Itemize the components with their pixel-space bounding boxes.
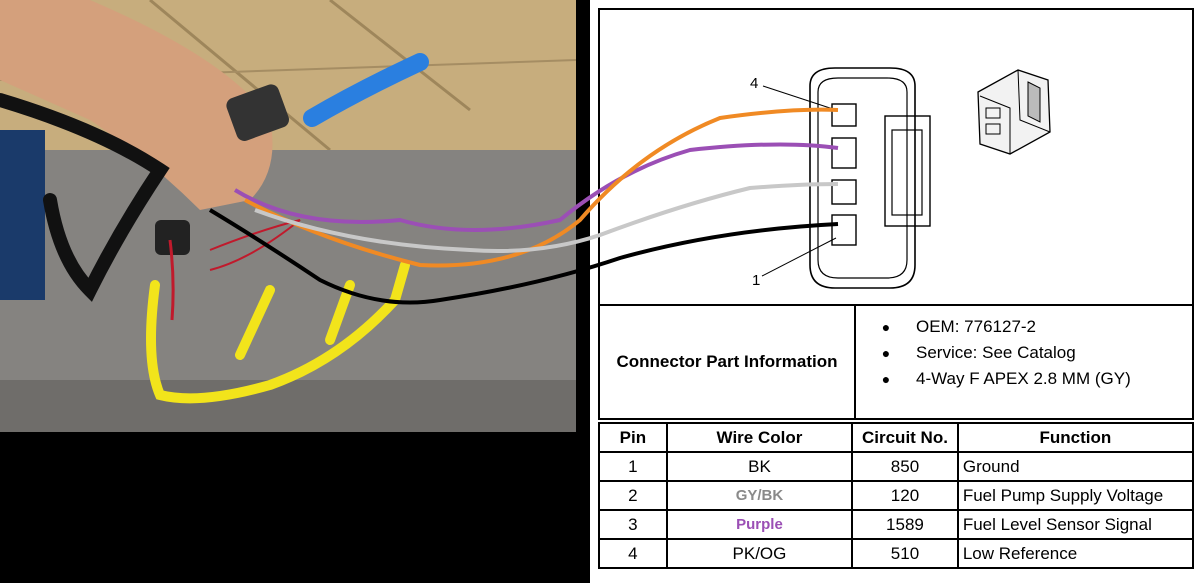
bullet-icon: ●	[881, 371, 891, 387]
table-row: 4 PK/OG 510 Low Reference	[598, 538, 1195, 569]
connector-body-outline	[809, 67, 916, 289]
label-pin-4: 4	[750, 75, 758, 92]
black-band	[0, 432, 590, 583]
table-row: 2 GY/BK 120 Fuel Pump Supply Voltage	[598, 480, 1195, 511]
latch	[884, 115, 931, 227]
yellow-mark	[146, 260, 410, 404]
table-row: 3 Purple 1589 Fuel Level Sensor Signal	[598, 509, 1195, 540]
bullet-icon: ●	[881, 345, 891, 361]
header-function: Function	[956, 422, 1195, 453]
cavity-4	[831, 103, 857, 127]
info-item: ●Service: See Catalog	[856, 340, 1192, 366]
header-circuit: Circuit No.	[851, 422, 959, 453]
info-title: Connector Part Information	[600, 306, 856, 418]
cavity-3	[831, 137, 857, 169]
connector-drawing: 4 1	[750, 67, 1051, 289]
table-header-row: Pin Wire Color Circuit No. Function	[598, 422, 1195, 453]
header-wire-color: Wire Color	[665, 422, 854, 453]
info-item: ●4-Way F APEX 2.8 MM (GY)	[856, 366, 1192, 392]
header-pin: Pin	[598, 422, 668, 453]
connector-info-box: Connector Part Information ●OEM: 776127-…	[598, 306, 1194, 420]
harness-loom	[0, 93, 170, 302]
table-row: 1 BK 850 Ground	[598, 451, 1195, 482]
pinout-table: Pin Wire Color Circuit No. Function 1 BK…	[598, 422, 1195, 569]
cavity-1	[831, 214, 857, 246]
photo-illustration	[0, 0, 576, 432]
connector-panel: 4 1 Connector Part Information ●OEM: 776…	[590, 0, 1200, 583]
label-pin-1: 1	[752, 272, 760, 289]
small-connector	[155, 220, 190, 255]
info-list: ●OEM: 776127-2 ●Service: See Catalog ●4-…	[856, 306, 1192, 418]
bullet-icon: ●	[881, 319, 891, 335]
connector-diagram: 4 1	[598, 8, 1194, 306]
info-item: ●OEM: 776127-2	[856, 314, 1192, 340]
hand	[0, 0, 273, 210]
connector-iso-icon	[977, 69, 1051, 155]
harness-photo	[0, 0, 576, 432]
cavity-2	[831, 179, 857, 205]
